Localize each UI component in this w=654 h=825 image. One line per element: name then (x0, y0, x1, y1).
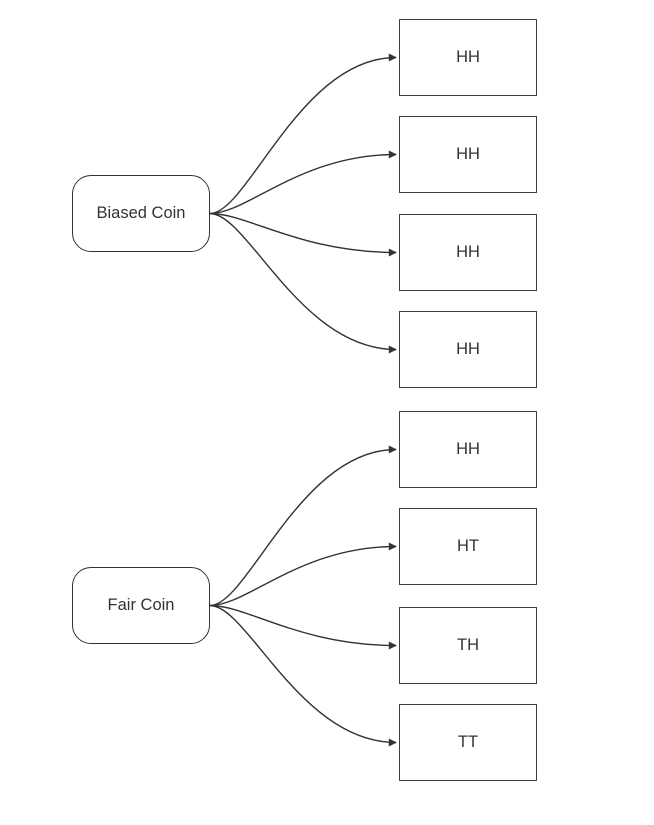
edge-fair-outcome-1 (209, 445, 397, 607)
outcome-box-biased-1: HH (399, 19, 537, 96)
node-biased-coin: Biased Coin (72, 175, 210, 252)
outcome-box-fair-1-label: HH (456, 440, 480, 458)
edge-biased-outcome-2 (209, 150, 397, 215)
edge-biased-outcome-3 (209, 212, 397, 257)
node-fair-coin: Fair Coin (72, 567, 210, 644)
outcome-box-biased-4: HH (399, 311, 537, 388)
edge-biased-outcome-1 (209, 53, 397, 215)
outcome-box-biased-2: HH (399, 116, 537, 193)
node-biased-coin-label: Biased Coin (96, 204, 186, 222)
outcome-box-fair-2-label: HT (457, 537, 479, 555)
outcome-box-biased-1-label: HH (456, 48, 480, 66)
outcome-box-fair-4-label: TT (457, 733, 479, 751)
outcome-box-biased-3: HH (399, 214, 537, 291)
edge-fair-outcome-4 (209, 604, 397, 747)
outcome-box-fair-3: TH (399, 607, 537, 684)
outcome-box-fair-4: TT (399, 704, 537, 781)
outcome-box-biased-3-label: HH (456, 243, 480, 261)
node-fair-coin-label: Fair Coin (107, 596, 175, 614)
outcome-box-biased-2-label: HH (456, 145, 480, 163)
outcome-box-biased-4-label: HH (456, 340, 480, 358)
edge-biased-outcome-4 (209, 212, 397, 354)
outcome-box-fair-1: HH (399, 411, 537, 488)
edge-fair-outcome-3 (209, 604, 397, 650)
outcome-box-fair-2: HT (399, 508, 537, 585)
outcome-box-fair-3-label: TH (457, 636, 479, 654)
edge-fair-outcome-2 (209, 542, 397, 607)
